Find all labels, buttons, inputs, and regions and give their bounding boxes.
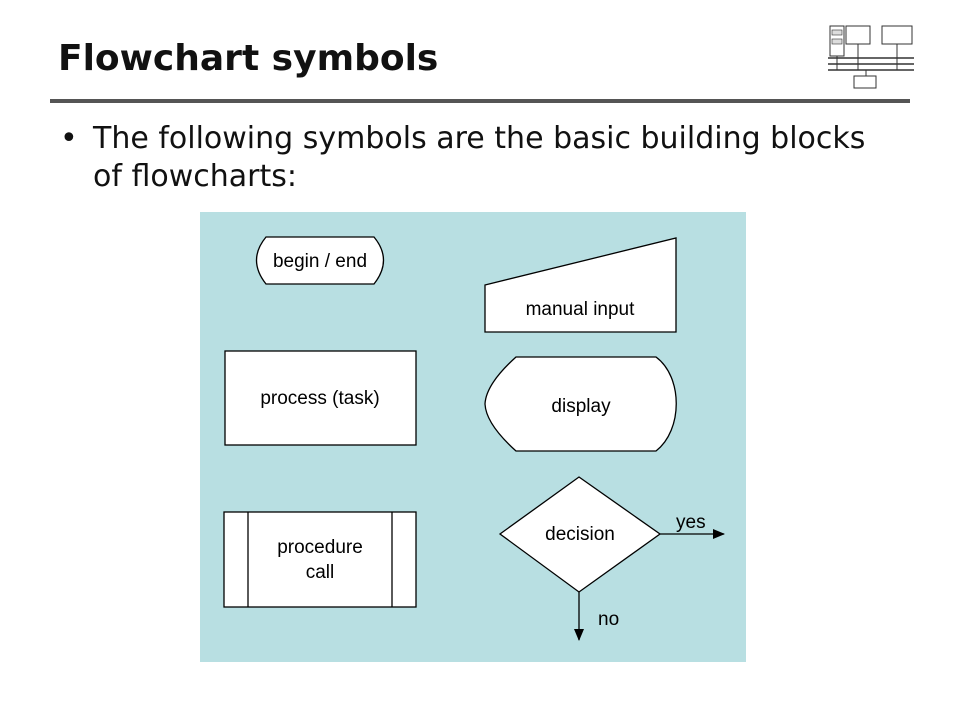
slide-title: Flowchart symbols	[58, 38, 439, 79]
display-symbol: display	[484, 356, 677, 452]
begin-end-label: begin / end	[273, 251, 367, 272]
process-label: process (task)	[260, 388, 379, 409]
flowchart-diagram: begin / end manual input process (task) …	[200, 212, 746, 662]
yes-label: yes	[676, 512, 706, 533]
procedure-label-line2: call	[306, 562, 335, 583]
bullet-marker: •	[60, 121, 78, 156]
display-label: display	[551, 396, 611, 417]
manual-input-label: manual input	[526, 299, 636, 320]
title-divider	[50, 99, 910, 103]
procedure-label-line1: procedure	[277, 537, 363, 558]
decision-label: decision	[545, 524, 615, 545]
procedure-call-symbol: procedure call	[223, 511, 417, 608]
begin-end-symbol: begin / end	[255, 236, 385, 285]
bullet-item: • The following symbols are the basic bu…	[60, 120, 880, 196]
manual-input-symbol: manual input	[484, 237, 677, 333]
bullet-text: The following symbols are the basic buil…	[93, 121, 866, 194]
no-label: no	[598, 609, 619, 630]
process-symbol: process (task)	[224, 350, 417, 446]
computer-architecture-logo	[828, 25, 914, 89]
